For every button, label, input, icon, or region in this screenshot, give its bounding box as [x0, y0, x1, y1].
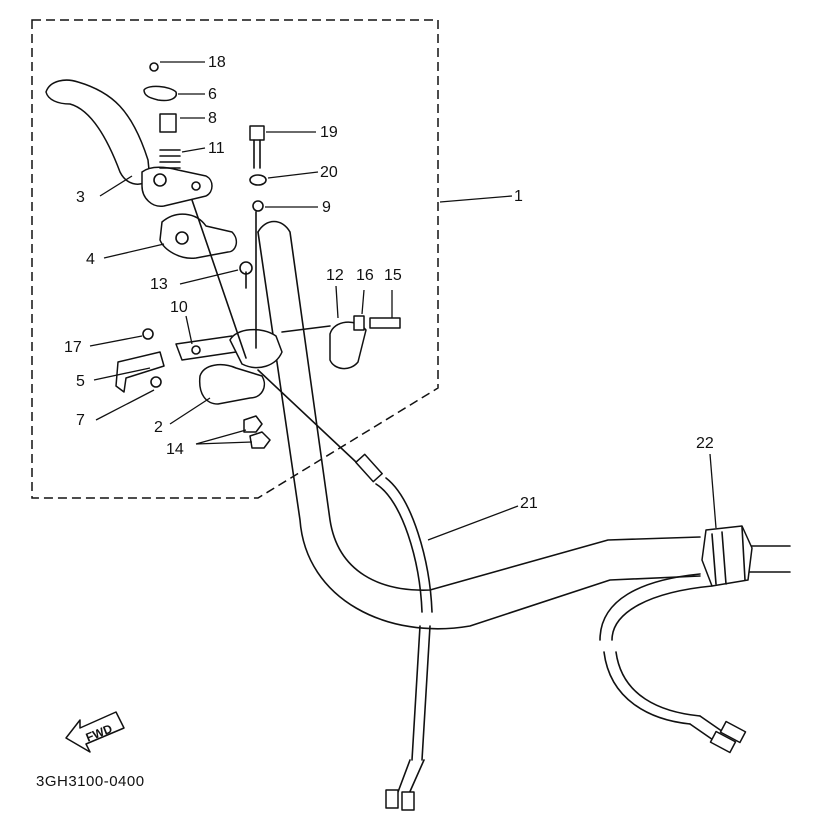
- callout-16: 16: [356, 267, 374, 284]
- callout-17: 17: [64, 339, 82, 356]
- callout-leaders: [89, 61, 717, 541]
- callout-12: 12: [326, 267, 344, 284]
- callout-2: 2: [154, 419, 163, 436]
- lever-holder: [159, 213, 238, 259]
- clutch-switch-cable: [355, 453, 433, 811]
- callout-11: 11: [208, 140, 225, 157]
- callout-15: 15: [384, 267, 402, 284]
- callout-6: 6: [208, 86, 217, 103]
- callout-labels: 18 6 8 11 3 19 20 9 1 4 12 16 15 13 10 1…: [64, 54, 714, 512]
- switch-housing: [701, 525, 753, 587]
- callout-22: 22: [696, 435, 714, 452]
- callout-19: 19: [320, 124, 338, 141]
- callout-1: 1: [514, 188, 523, 205]
- callout-20: 20: [320, 164, 338, 181]
- handlebar: [257, 220, 791, 630]
- callout-8: 8: [208, 110, 217, 127]
- callout-4: 4: [86, 251, 95, 268]
- clutch-lever: [45, 79, 213, 207]
- callout-3: 3: [76, 189, 85, 206]
- callout-7: 7: [76, 412, 85, 429]
- fwd-direction-badge: FWD: [65, 711, 125, 753]
- switch-harness: [599, 573, 747, 754]
- diagram-code: 3GH3100-0400: [36, 773, 145, 790]
- callout-18: 18: [208, 54, 226, 71]
- callout-9: 9: [322, 199, 331, 216]
- callout-14: 14: [166, 441, 184, 458]
- assembly-boundary: [31, 19, 439, 499]
- callout-5: 5: [76, 373, 85, 390]
- callout-21: 21: [520, 495, 538, 512]
- lever-small-parts: [143, 62, 181, 169]
- callout-10: 10: [170, 299, 188, 316]
- callout-13: 13: [150, 276, 168, 293]
